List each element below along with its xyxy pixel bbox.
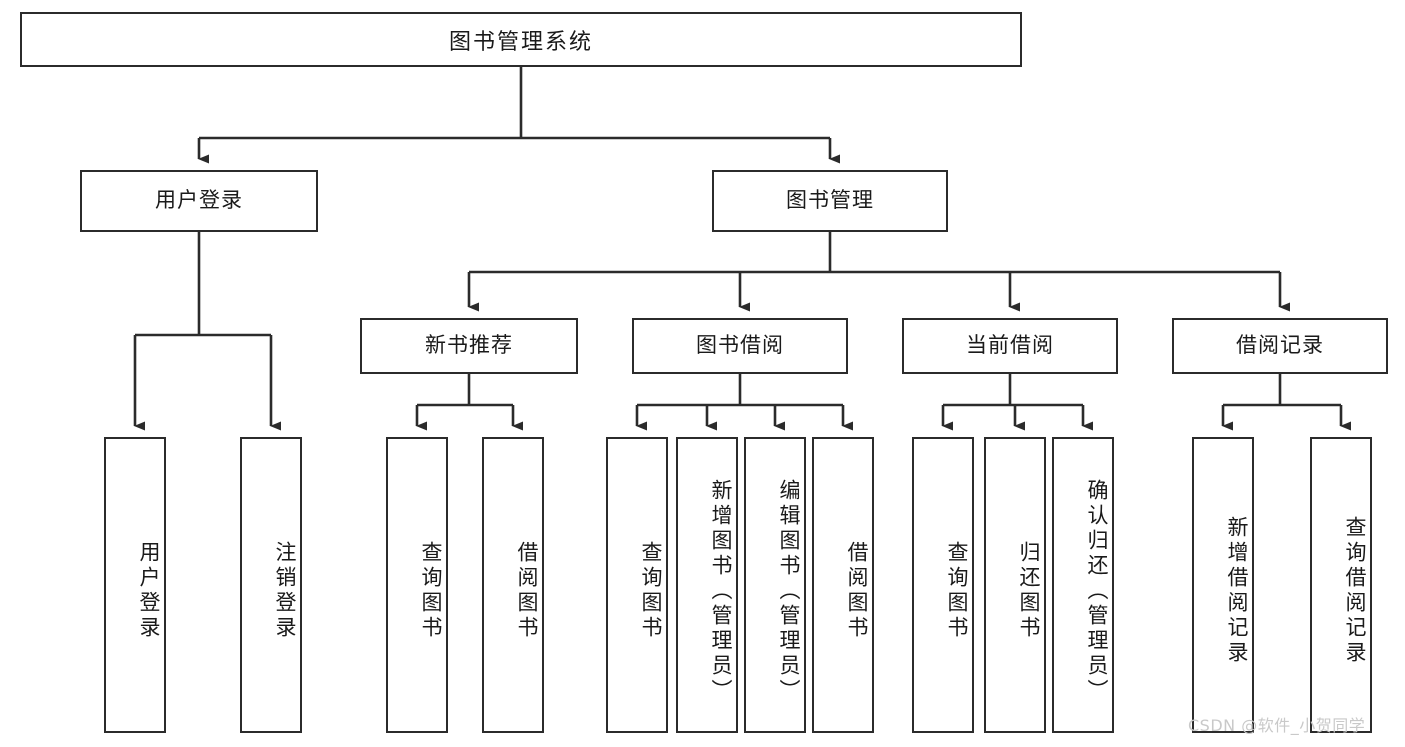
node-current-borrow[interactable]: 当前借阅 [902, 318, 1118, 374]
node-book-management[interactable]: 图书管理 [712, 170, 948, 232]
node-leaf-query-book-3-label: 查询图书 [945, 541, 969, 641]
node-root[interactable]: 图书管理系统 [20, 12, 1022, 67]
node-leaf-query-book-2-label: 查询图书 [639, 541, 663, 641]
node-leaf-add-book[interactable]: 新增图书（管理员） [676, 437, 738, 733]
node-leaf-confirm-return[interactable]: 确认归还（管理员） [1052, 437, 1114, 733]
node-leaf-return-book[interactable]: 归还图书 [984, 437, 1046, 733]
node-leaf-borrow-book-2-label: 借阅图书 [845, 541, 869, 641]
node-leaf-add-record-label: 新增借阅记录 [1225, 516, 1249, 666]
node-leaf-return-book-label: 归还图书 [1017, 541, 1041, 641]
node-book-borrow[interactable]: 图书借阅 [632, 318, 848, 374]
node-book-borrow-label: 图书借阅 [696, 333, 784, 358]
node-new-book-recommend[interactable]: 新书推荐 [360, 318, 578, 374]
node-leaf-user-logout-label: 注销登录 [273, 541, 297, 641]
node-leaf-add-record[interactable]: 新增借阅记录 [1192, 437, 1254, 733]
node-current-borrow-label: 当前借阅 [966, 333, 1054, 358]
node-leaf-borrow-book-1-label: 借阅图书 [515, 541, 539, 641]
node-leaf-confirm-return-label: 确认归还（管理员） [1085, 478, 1109, 704]
node-new-book-recommend-label: 新书推荐 [425, 333, 513, 358]
node-book-management-label: 图书管理 [786, 188, 874, 213]
node-leaf-query-record-label: 查询借阅记录 [1343, 516, 1367, 666]
node-leaf-user-login-label: 用户登录 [137, 541, 161, 641]
node-leaf-borrow-book-1[interactable]: 借阅图书 [482, 437, 544, 733]
node-user-login-label: 用户登录 [155, 188, 243, 213]
node-leaf-user-logout[interactable]: 注销登录 [240, 437, 302, 733]
node-leaf-query-book-1-label: 查询图书 [419, 541, 443, 641]
watermark: CSDN @软件_小贺同学 [1188, 716, 1366, 735]
node-leaf-query-book-1[interactable]: 查询图书 [386, 437, 448, 733]
node-leaf-query-record[interactable]: 查询借阅记录 [1310, 437, 1372, 733]
node-borrow-record[interactable]: 借阅记录 [1172, 318, 1388, 374]
node-borrow-record-label: 借阅记录 [1236, 333, 1324, 358]
node-leaf-query-book-3[interactable]: 查询图书 [912, 437, 974, 733]
node-leaf-edit-book[interactable]: 编辑图书（管理员） [744, 437, 806, 733]
node-user-login[interactable]: 用户登录 [80, 170, 318, 232]
node-leaf-query-book-2[interactable]: 查询图书 [606, 437, 668, 733]
node-leaf-add-book-label: 新增图书（管理员） [709, 478, 733, 704]
node-leaf-user-login[interactable]: 用户登录 [104, 437, 166, 733]
node-root-label: 图书管理系统 [448, 29, 593, 55]
node-leaf-edit-book-label: 编辑图书（管理员） [777, 478, 801, 704]
node-leaf-borrow-book-2[interactable]: 借阅图书 [812, 437, 874, 733]
